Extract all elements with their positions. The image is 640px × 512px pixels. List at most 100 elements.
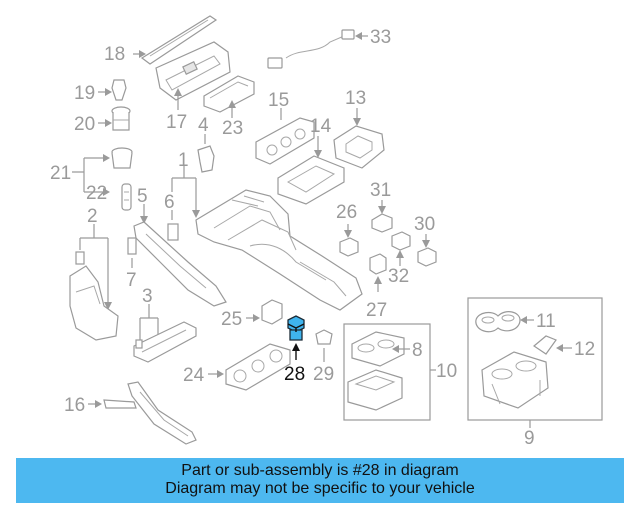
callout-32: 32 (388, 266, 409, 287)
arrow-19 (105, 88, 112, 96)
part-4-bracket (197, 145, 215, 173)
arrow-33 (355, 32, 362, 40)
arrow-16 (95, 400, 102, 408)
callout-12: 12 (574, 339, 595, 360)
callout-26: 26 (336, 202, 357, 223)
callout-1: 1 (178, 150, 189, 171)
part-11-insert (475, 311, 521, 333)
arrow-24 (217, 370, 224, 378)
callout-29: 29 (313, 364, 334, 385)
arrow-27 (374, 276, 382, 284)
part-3-bracket (133, 321, 197, 363)
part-20-socket (111, 106, 131, 131)
leader-3 (139, 304, 159, 340)
info-banner: Part or sub-assembly is #28 in diagram D… (16, 458, 624, 503)
part-7-clip (127, 237, 137, 255)
part-2-side-trim (69, 251, 119, 341)
callout-7: 7 (126, 270, 137, 291)
arrow-21a (103, 154, 110, 162)
group-box-10 (343, 323, 431, 421)
callout-19: 19 (74, 83, 95, 104)
callout-15: 15 (268, 90, 289, 111)
arrow-32 (396, 250, 404, 258)
callout-30: 30 (414, 214, 435, 235)
part-21-socket-assembly (111, 147, 133, 169)
arrow-18 (139, 50, 146, 58)
callout-13: 13 (345, 88, 366, 109)
arrow-23 (228, 100, 236, 108)
callout-6: 6 (164, 192, 175, 213)
callout-27: 27 (366, 300, 387, 321)
center-console-body (195, 189, 363, 311)
callout-24: 24 (183, 365, 205, 386)
leader-1 (171, 166, 197, 214)
part-25-switch (261, 299, 283, 325)
part-8-cup-holder (351, 331, 405, 367)
part-15-control-panel (255, 117, 315, 165)
part-29-cap (315, 329, 333, 345)
group-box-9 (467, 297, 603, 421)
arrow-12 (556, 344, 563, 352)
arrow-5 (140, 216, 148, 224)
banner-line-disclaimer: Diagram may not be specific to your vehi… (165, 480, 475, 497)
arrow-28 (292, 343, 300, 351)
callout-25: 25 (221, 309, 242, 330)
callout-8: 8 (412, 340, 423, 361)
part-16-handbrake-trim (103, 381, 197, 445)
arrow-2 (104, 302, 112, 310)
callout-3: 3 (142, 286, 153, 307)
callout-2: 2 (87, 206, 98, 227)
part-23-switch-panel (203, 75, 255, 113)
part-12-pad (532, 335, 557, 355)
arrow-1 (192, 210, 200, 218)
part-17-console-panel (155, 41, 231, 101)
callout-17: 17 (166, 112, 187, 133)
callout-10: 10 (436, 361, 457, 382)
part-9-cup-holder-assembly (481, 351, 549, 409)
leader-2 (79, 224, 109, 306)
arrow-31 (378, 206, 386, 214)
part-32-switch (391, 231, 411, 251)
arrow-8 (392, 345, 399, 353)
part-18-trim-strip (140, 15, 218, 65)
part-33-cable (267, 29, 355, 69)
callout-20: 20 (74, 114, 95, 135)
callout-11: 11 (536, 311, 556, 332)
part-13-shift-boot (333, 125, 385, 169)
arrow-26 (344, 230, 352, 238)
callout-31: 31 (370, 180, 391, 201)
callout-22: 22 (86, 183, 107, 204)
arrow-11 (520, 316, 527, 324)
callout-18: 18 (104, 44, 125, 65)
arrow-14 (314, 150, 322, 158)
part-22-button (121, 183, 132, 211)
part-30-switch (417, 247, 437, 267)
arrow-17 (174, 88, 182, 96)
arrow-30 (422, 240, 430, 248)
part-26-switch (339, 237, 359, 257)
callout-14: 14 (310, 116, 332, 137)
callout-23: 23 (222, 118, 243, 139)
part-19-clip (111, 79, 127, 101)
arrow-25 (253, 314, 260, 322)
part-24-heater-control (225, 343, 291, 391)
callout-16: 16 (64, 395, 85, 416)
callout-28[interactable]: 28 (284, 364, 305, 385)
part-28-highlighted[interactable] (287, 315, 305, 341)
part-27-switch (369, 253, 387, 275)
part-14-tray (277, 155, 345, 205)
part-6-clip (167, 223, 179, 241)
arrow-21b (103, 188, 110, 196)
callout-21: 21 (50, 163, 71, 184)
callout-5: 5 (137, 186, 148, 207)
part-10-tray-insert (347, 369, 403, 411)
arrow-20 (105, 119, 112, 127)
callout-4: 4 (198, 115, 209, 136)
arrow-13 (353, 118, 361, 126)
leader-21 (72, 157, 104, 193)
callout-9: 9 (524, 428, 535, 449)
part-5-side-panel (133, 221, 227, 307)
callout-33: 33 (370, 27, 391, 48)
banner-line-part: Part or sub-assembly is #28 in diagram (181, 462, 459, 479)
